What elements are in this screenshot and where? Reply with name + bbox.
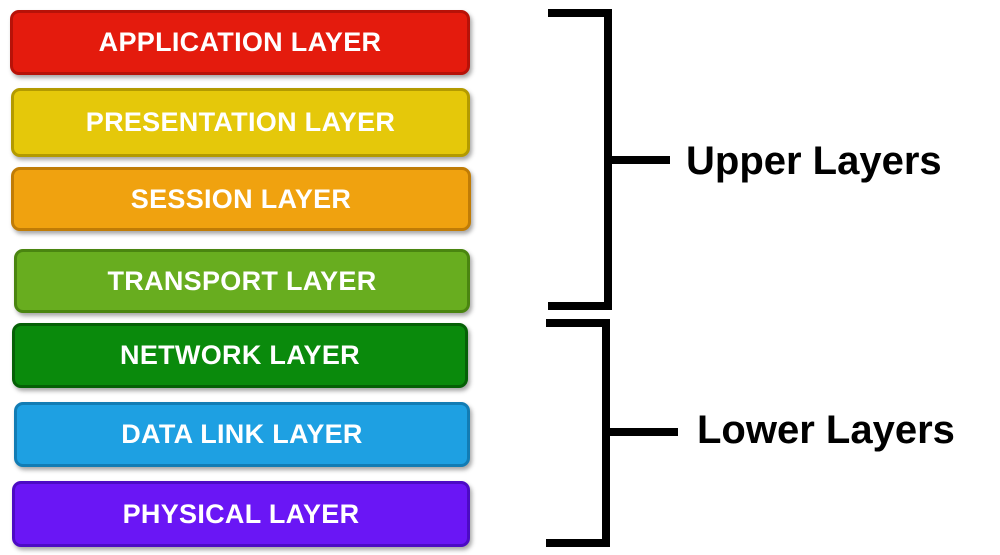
presentation-layer-box: PRESENTATION LAYER — [11, 88, 470, 157]
physical-layer-box: PHYSICAL LAYER — [12, 481, 470, 547]
upper-bracket-path — [548, 9, 670, 310]
session-layer-box: SESSION LAYER — [11, 167, 471, 231]
transport-layer-box: TRANSPORT LAYER — [14, 249, 470, 313]
lower-layers-label: Lower Layers — [697, 408, 955, 452]
data-link-layer-box: DATA LINK LAYER — [14, 402, 470, 467]
physical-layer-label: PHYSICAL LAYER — [122, 498, 360, 529]
data-link-layer-label: DATA LINK LAYER — [121, 419, 363, 449]
lower-bracket-path — [546, 319, 678, 547]
network-layer-box: NETWORK LAYER — [12, 323, 468, 388]
presentation-layer-label: PRESENTATION LAYER — [85, 107, 396, 137]
session-layer-label: SESSION LAYER — [130, 183, 352, 214]
application-layer-box: APPLICATION LAYER — [10, 10, 470, 75]
application-layer-label: APPLICATION LAYER — [98, 27, 382, 57]
upper-layers-label: Upper Layers — [686, 139, 942, 183]
transport-layer-label: TRANSPORT LAYER — [107, 265, 377, 296]
network-layer-label: NETWORK LAYER — [120, 340, 360, 370]
